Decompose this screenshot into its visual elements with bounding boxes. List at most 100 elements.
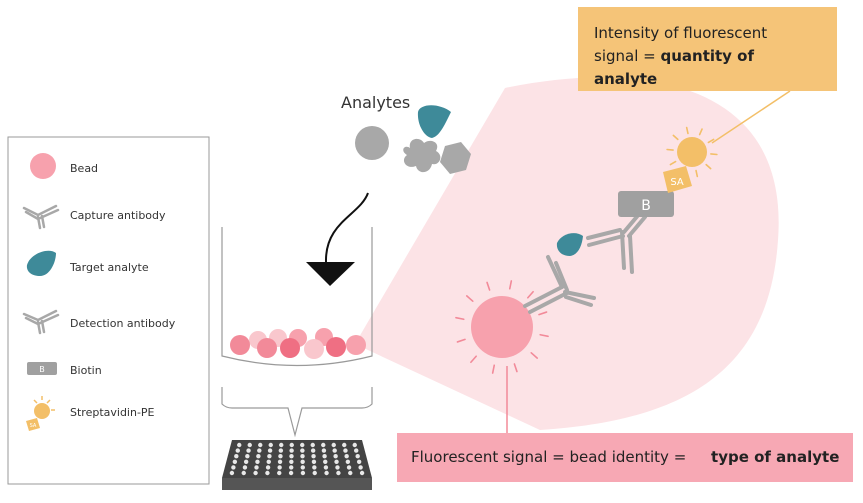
plate-well xyxy=(289,448,294,453)
plate-well xyxy=(256,454,261,459)
legend-label-capture-antibody: Capture antibody xyxy=(70,209,166,222)
legend-label-target-analyte: Target analyte xyxy=(69,261,149,274)
plate-well xyxy=(300,442,305,448)
target-analyte-icon xyxy=(26,250,56,276)
plate-well xyxy=(265,465,271,470)
streptavidin-label: SA xyxy=(670,177,684,188)
streptavidin-icon-symbol: SA xyxy=(30,423,37,429)
capture-antibody xyxy=(523,255,596,314)
ray xyxy=(669,160,677,166)
plate-well xyxy=(277,465,282,470)
target-analyte xyxy=(556,233,583,256)
plate-well xyxy=(342,442,347,448)
analyte-circle-icon xyxy=(355,126,389,160)
plate-well xyxy=(279,442,284,448)
plate-well xyxy=(278,448,284,453)
ray xyxy=(456,338,466,343)
plate-well xyxy=(231,465,236,470)
plate-well xyxy=(268,442,273,448)
plate-well xyxy=(344,454,349,459)
plate-well xyxy=(266,459,271,464)
bead-icon xyxy=(30,153,56,179)
ray xyxy=(455,316,465,321)
plate-well xyxy=(321,442,326,448)
ray xyxy=(672,134,679,141)
ray xyxy=(705,163,712,170)
plate-well xyxy=(289,442,294,448)
intensity-line2-bold: quantity of analyte xyxy=(594,47,755,88)
ray xyxy=(491,364,496,374)
plate-well xyxy=(267,448,273,453)
plate-well xyxy=(237,442,242,448)
plate-well xyxy=(310,442,315,448)
plate-well xyxy=(324,470,329,476)
large-bead xyxy=(471,296,533,358)
plate-well xyxy=(258,442,263,448)
plate-well xyxy=(343,448,348,453)
ray xyxy=(527,290,534,299)
plate-callout xyxy=(221,387,373,438)
arrow-line xyxy=(324,192,369,263)
streptavidin xyxy=(663,166,692,193)
plate-well xyxy=(289,454,294,459)
bead-rays xyxy=(455,280,549,374)
intensity-pointer-line xyxy=(711,90,791,144)
ray xyxy=(539,333,549,338)
plate-well xyxy=(300,470,306,476)
ray xyxy=(508,280,513,290)
ray xyxy=(698,128,703,136)
ray xyxy=(710,153,718,156)
biotin-icon xyxy=(27,362,57,375)
well-beads xyxy=(230,328,366,359)
plate-well xyxy=(234,454,239,459)
ray xyxy=(465,295,474,302)
plate-well xyxy=(312,470,317,476)
ray xyxy=(685,126,689,135)
plate-well xyxy=(334,459,339,464)
ray xyxy=(707,138,715,144)
plate-well xyxy=(241,470,246,476)
plate-well xyxy=(277,459,283,464)
plate-well xyxy=(321,448,327,453)
plate-well xyxy=(311,459,317,464)
plate-well xyxy=(255,459,260,464)
capture-antibody-icon xyxy=(22,204,60,230)
plate-well xyxy=(243,459,249,464)
plate-well xyxy=(289,465,294,470)
plate-well xyxy=(235,448,240,453)
plate-well xyxy=(358,465,363,470)
analytes-label: Analytes xyxy=(341,93,410,112)
intensity-line1: Intensity of fluorescent xyxy=(594,24,768,42)
ray xyxy=(538,311,548,316)
plate-well xyxy=(300,448,305,453)
plate-well xyxy=(323,459,328,464)
type-prefix: Fluorescent signal = bead identity = xyxy=(411,448,692,466)
plate-well xyxy=(254,465,259,470)
type-bold: type of analyte xyxy=(711,448,840,466)
plate-well xyxy=(265,470,270,476)
legend-label-biotin: Biotin xyxy=(70,364,102,377)
plate-well xyxy=(331,442,336,448)
plate-well xyxy=(278,454,283,459)
plate-well xyxy=(300,459,305,464)
plate-well xyxy=(323,465,329,470)
arrow-head-icon xyxy=(306,262,355,286)
phycoerythrin xyxy=(677,137,707,167)
plate-well xyxy=(359,470,365,476)
legend-box xyxy=(7,136,210,485)
plate-well xyxy=(229,470,235,476)
well-outline xyxy=(221,227,373,367)
plate-well xyxy=(311,454,316,459)
legend-label-detection-antibody: Detection antibody xyxy=(70,317,176,330)
intensity-line2: signal = quantity of analyte xyxy=(594,45,821,91)
biotin-icon-symbol: B xyxy=(39,365,45,374)
analyte-triangle-icon xyxy=(417,105,451,138)
plate-well xyxy=(246,448,251,453)
biotin xyxy=(618,191,674,217)
ray xyxy=(513,363,518,373)
plate-well xyxy=(245,454,250,459)
biotin-label: B xyxy=(641,198,651,214)
plate-well xyxy=(336,470,341,476)
analyte-flower-icon xyxy=(403,138,441,173)
